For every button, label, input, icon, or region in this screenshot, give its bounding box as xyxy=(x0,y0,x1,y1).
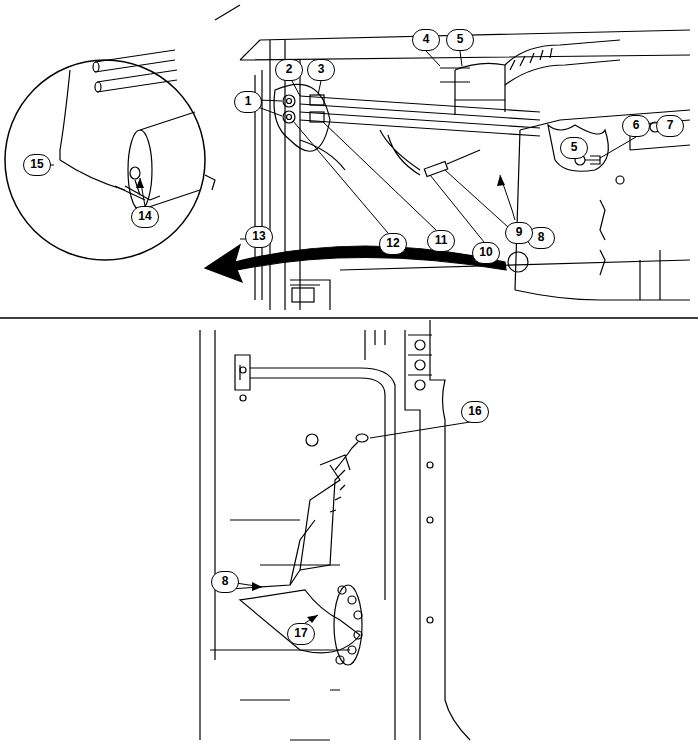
heater-housing xyxy=(508,110,690,300)
callout-number: 7 xyxy=(656,115,684,137)
callout-number: 2 xyxy=(275,59,303,81)
callout-number: 6 xyxy=(622,115,650,137)
divider xyxy=(0,317,698,319)
frame xyxy=(200,320,470,740)
callout-number: 15 xyxy=(23,154,51,176)
callout-number: 4 xyxy=(412,29,440,51)
callout-number: 13 xyxy=(245,226,273,248)
callout-number: 5 xyxy=(446,29,474,51)
callout-number: 12 xyxy=(379,233,407,255)
callout-number: 16 xyxy=(461,401,489,423)
duct xyxy=(215,434,368,665)
callout-number: 9 xyxy=(505,222,533,244)
cab-interior xyxy=(215,5,690,310)
wire xyxy=(380,130,480,177)
callout-number: 5 xyxy=(560,137,588,159)
heater-tubes xyxy=(274,84,540,170)
callout-number: 11 xyxy=(427,230,455,252)
callout-number: 1 xyxy=(234,91,262,113)
detail-arrow xyxy=(205,245,506,282)
ducts xyxy=(440,40,620,115)
callout-number: 14 xyxy=(131,206,159,228)
callout-number: 8 xyxy=(211,571,239,593)
leader-arrowheads xyxy=(136,175,505,623)
leader-lines xyxy=(48,51,636,623)
callout-number: 3 xyxy=(307,59,335,81)
callout-number: 17 xyxy=(287,623,315,645)
callout-number: 10 xyxy=(472,242,500,264)
detail-inset xyxy=(5,50,215,260)
